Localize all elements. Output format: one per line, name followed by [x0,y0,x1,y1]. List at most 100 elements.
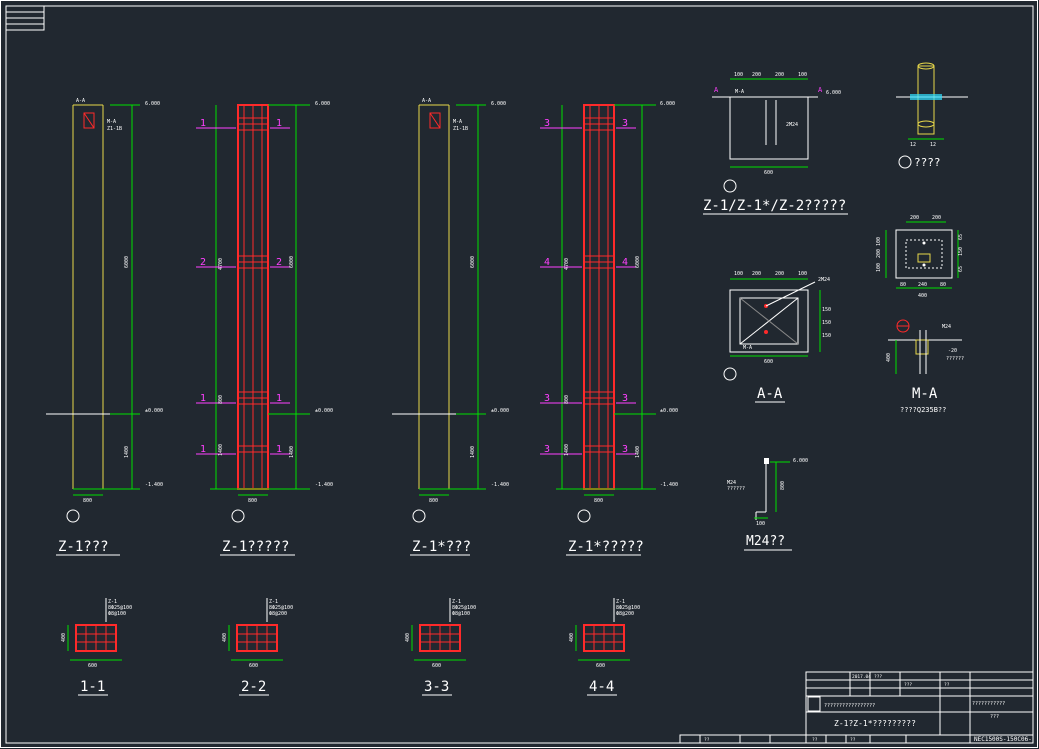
s11-note3: Ф8@100 [108,611,126,617]
col2-height: 6000 [289,256,295,268]
tb-date: 2017.04 [852,674,871,680]
plate-side-1: 100 [876,237,882,246]
aa-title: A-A [757,386,783,402]
anchor-len: 800 [780,481,786,490]
elevation-column-2: 1 1 2 2 1 1 1 1 6.000 ±0.000 -1.400 6000… [196,101,333,556]
detail-m-a: 400 M24 -20 ?????? M-A ????Q235B?? [886,319,964,414]
s44-note1: Z-1 [616,599,625,605]
s33-w: 600 [432,663,441,669]
detail-a-a: 100 200 200 100 2M24 M-A 150 150 150 600… [723,271,831,403]
col3-note1: M-A [453,119,462,125]
s22-note1: Z-1 [269,599,278,605]
s22-title: 2-2 [241,679,266,695]
col2-width: 800 [248,498,257,504]
ma-note2: -20 [948,348,957,354]
col2-elev-mid: ±0.000 [315,408,333,414]
top-cut-a-right: A [818,86,823,94]
s33-note1: Z-1 [452,599,461,605]
col2-cut-2: 1 [276,118,282,129]
col4-title: Z-1*????? [568,539,644,555]
col1-base: 1400 [124,446,130,458]
s11-note1: Z-1 [108,599,117,605]
s44-note2: 8Ф25@100 [616,605,640,611]
pipe-d2: 12 [930,142,936,148]
top-width: 600 [764,170,773,176]
aa-note: 2M24 [818,277,830,283]
tb-drawing-title: Z-1?Z-1*????????? [834,719,916,728]
col3-elev-bot: -1.400 [491,482,509,488]
plate-right-2: 150 [958,247,964,256]
top-cut-a-left: A [714,86,719,94]
s22-h: 400 [222,633,228,642]
plate-top-1: 200 [910,215,919,221]
col3-elev-mid: ±0.000 [491,408,509,414]
col2-cut-3: 2 [200,257,206,268]
s11-title: 1-1 [80,679,105,695]
plate-bot-1: 80 [900,282,906,288]
detail-anchor-bolt: 6.000 800 100 M24 ?????? M24?? [727,458,808,551]
col1-elev-mid: ±0.000 [145,408,163,414]
s44-w: 600 [596,663,605,669]
plate-right-3: 65 [958,266,964,272]
plate-top-2: 200 [932,215,941,221]
col2-title: Z-1????? [222,539,289,555]
tb-drawing-no: NEC1500S-150C06- [974,736,1032,743]
col4-cut-8: 3 [622,444,628,455]
anchor-elev: 6.000 [793,458,808,464]
col4-d1: 4700 [564,258,570,270]
col1-title: Z-1??? [58,539,109,555]
aa-dim-3: 200 [775,271,784,277]
plate-side-3: 100 [876,263,882,272]
aa-dim-2: 200 [752,271,761,277]
col4-cut-3: 4 [544,257,550,268]
col2-d2: 800 [218,395,224,404]
col4-width: 800 [594,498,603,504]
col2-d3: 1400 [218,444,224,456]
aa-dim-4: 100 [798,271,807,277]
col2-elev-bot: -1.400 [315,482,333,488]
elevation-column-1: A-A M-A Z1-1B 6.000 ±0.000 -1.400 6000 1… [46,98,163,556]
tb-r1: ??? [874,674,882,680]
col3-elev-top: 6.000 [491,101,506,107]
section-2-2: Z-1 8Ф25@100 Ф8@200 600 400 2-2 [222,598,293,696]
detail-pipe: 12 12 ???? [896,62,968,169]
s22-note2: 8Ф25@100 [269,605,293,611]
aa-side-2: 150 [822,320,831,326]
col3-height: 6000 [470,256,476,268]
ma-title: M-A [912,386,938,402]
col1-elev-top: 6.000 [145,101,160,107]
top-title: Z-1/Z-1*/Z-2????? [703,198,846,214]
col4-d3: 1400 [564,444,570,456]
col2-cut-8: 1 [276,444,282,455]
col4-cut-6: 3 [622,393,628,404]
anchor-note1: M24 [727,480,736,486]
s11-note2: 8Ф25@100 [108,605,132,611]
s33-note3: Ф8@100 [452,611,470,617]
section-3-3: Z-1 8Ф25@100 Ф8@100 600 400 3-3 [405,598,476,696]
col3-base: 1400 [470,446,476,458]
pipe-d1: 12 [910,142,916,148]
col3-tag: A-A [422,98,431,104]
plate-width: 400 [918,293,927,299]
aa-tag: M-A [743,345,752,351]
top-elev: 6.000 [826,90,841,96]
s44-note3: Ф8@200 [616,611,634,617]
pipe-title: ???? [914,156,941,169]
plate-side-2: 200 [876,249,882,258]
col1-note2: Z1-1B [107,126,122,132]
col4-base: 1400 [635,446,641,458]
col2-cut-5: 1 [200,393,206,404]
col1-tag: A-A [76,98,85,104]
col1-width: 800 [83,498,92,504]
elevation-column-4: 3 3 4 4 3 3 3 3 6.000 ±0.000 -1.400 6000… [540,101,678,556]
col4-elev-top: 6.000 [660,101,675,107]
top-dim-4: 100 [798,72,807,78]
tb-r6: ?? [850,737,856,743]
plate-bot-2: 240 [918,282,927,288]
plate-bot-3: 80 [940,282,946,288]
anchor-title: M24?? [746,534,785,549]
col4-elev-bot: -1.400 [660,482,678,488]
revision-stamp [5,5,45,31]
tb-r3: ?? [944,682,950,688]
s44-h: 400 [569,633,575,642]
